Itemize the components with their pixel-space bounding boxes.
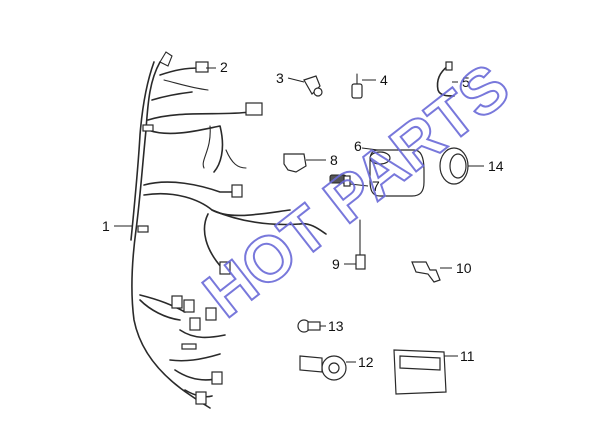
part-4-sensor <box>351 73 363 99</box>
callout-7: 7 <box>372 178 380 194</box>
part-5-hose <box>436 61 455 97</box>
part-6-canister <box>369 149 425 197</box>
wiring-harness <box>130 51 327 409</box>
part-12-coil <box>299 355 347 381</box>
callout-2: 2 <box>220 59 228 75</box>
callout-labels: 1 2 3 4 5 6 7 8 9 10 11 12 13 14 <box>102 59 504 370</box>
callout-8: 8 <box>330 152 338 168</box>
part-9-sensor <box>355 219 366 270</box>
callout-9: 9 <box>332 256 340 272</box>
callout-10: 10 <box>456 260 472 276</box>
part-14-clamp <box>439 147 469 185</box>
callout-3: 3 <box>276 70 284 86</box>
callout-12: 12 <box>358 354 374 370</box>
part-7-bolt <box>329 174 351 187</box>
callout-1: 1 <box>102 218 110 234</box>
part-3-sensor <box>303 75 323 97</box>
callout-14: 14 <box>488 158 504 174</box>
part-8-bracket <box>283 153 307 173</box>
part-13-bolt <box>297 319 321 333</box>
part-11-ecu <box>393 349 447 395</box>
part-10-bracket <box>411 261 441 283</box>
leader-lines <box>114 67 484 363</box>
callout-13: 13 <box>328 318 344 334</box>
callout-5: 5 <box>462 74 470 90</box>
callout-4: 4 <box>380 72 388 88</box>
callout-11: 11 <box>460 348 475 364</box>
callout-6: 6 <box>354 138 362 154</box>
